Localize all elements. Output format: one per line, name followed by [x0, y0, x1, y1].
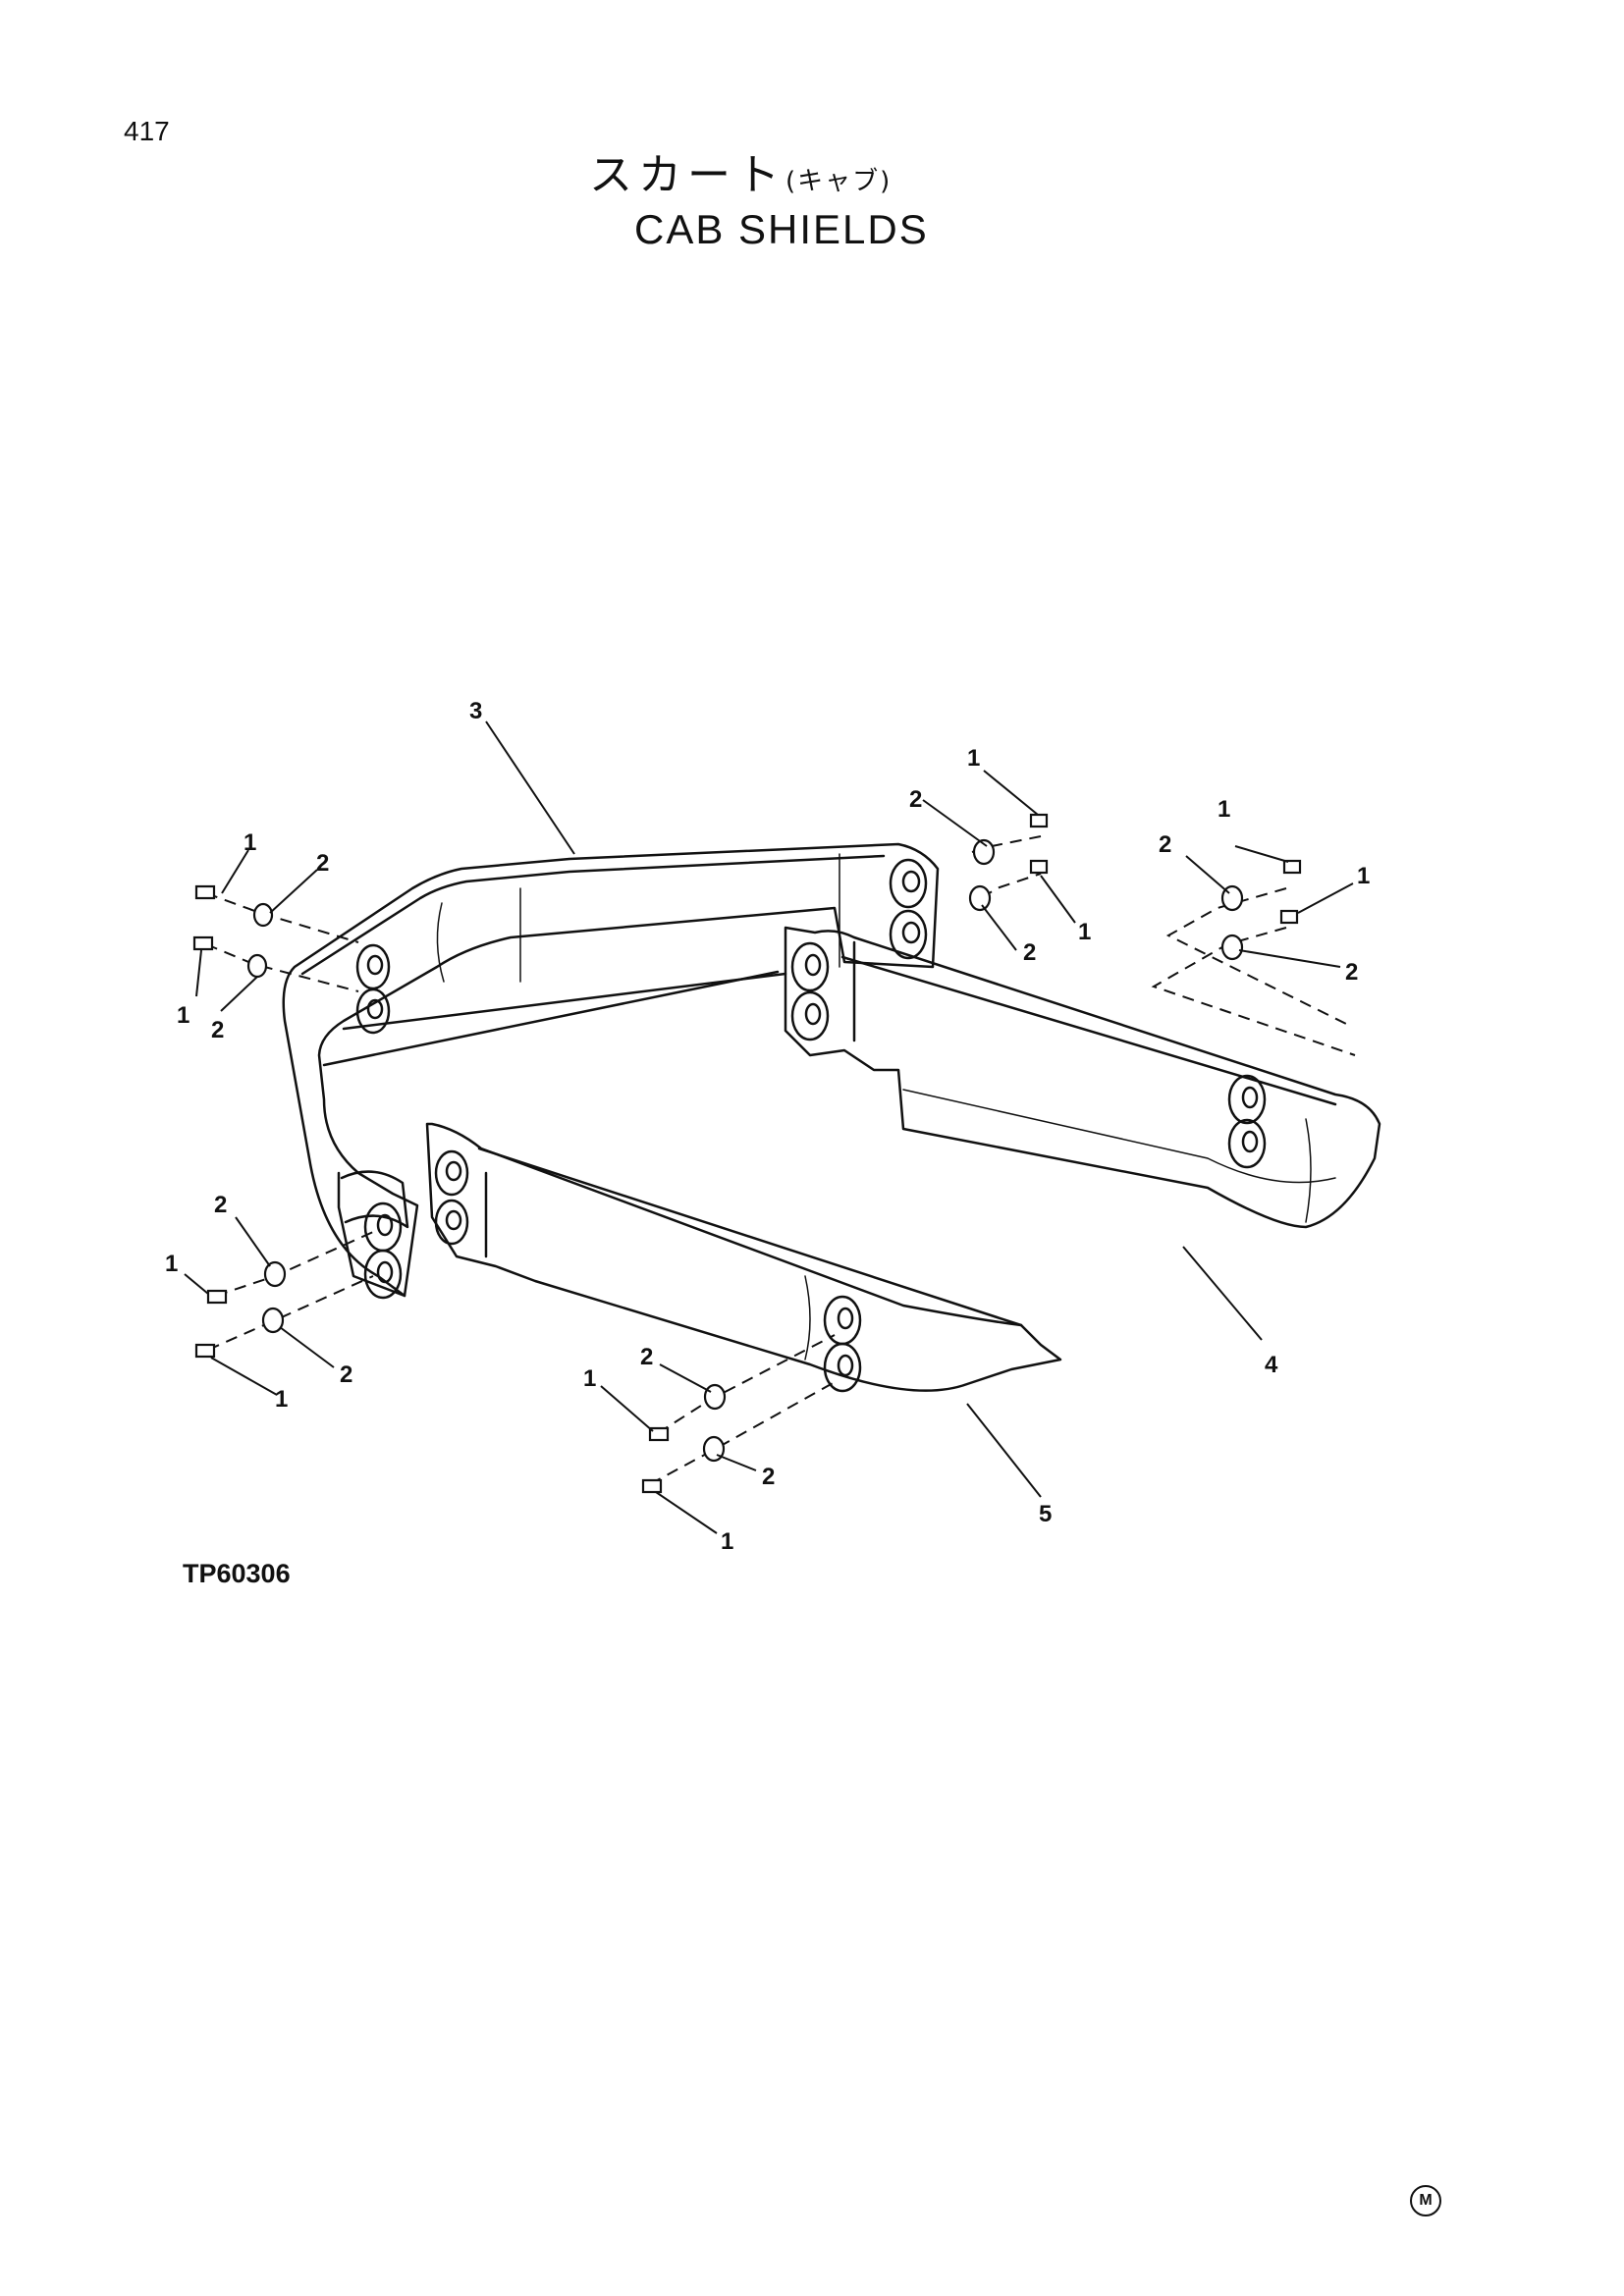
callout-2: 2	[1023, 939, 1036, 966]
callout-4: 4	[1265, 1352, 1278, 1378]
title-japanese-main: スカート	[589, 150, 785, 200]
fasteners	[192, 813, 1302, 1494]
callout-2: 2	[909, 786, 922, 813]
washer-icon	[252, 902, 274, 928]
washer-icon	[968, 884, 992, 912]
callout-1: 1	[1357, 863, 1370, 889]
bolt-icon	[194, 1343, 216, 1359]
bolt-icon	[206, 1289, 228, 1305]
washer-icon	[972, 838, 996, 866]
washer-icon	[246, 953, 268, 979]
callout-3: 3	[469, 698, 482, 724]
callout-1: 1	[967, 745, 980, 772]
bolt-icon	[1029, 813, 1049, 828]
bolt-icon	[1282, 859, 1302, 875]
part-4-right-shield	[784, 926, 1381, 1229]
callout-2: 2	[340, 1362, 352, 1388]
callout-2: 2	[640, 1344, 653, 1370]
callout-1: 1	[165, 1251, 178, 1277]
callout-1: 1	[275, 1386, 288, 1413]
bolt-icon	[1279, 909, 1299, 925]
title-block: スカート(キャブ) CAB SHIELDS	[589, 139, 1041, 253]
washer-icon	[1220, 934, 1244, 961]
bolt-icon	[648, 1426, 670, 1442]
callout-1: 1	[1078, 919, 1091, 945]
bolt-icon	[192, 935, 214, 951]
bolt-icon	[641, 1478, 663, 1494]
callout-labels: 3 4 5 1 2 1 2 2 1 1 2 2 1 1 2 2 1 1 2 1 …	[165, 698, 1370, 1555]
callout-1: 1	[177, 1002, 189, 1029]
circled-m-mark: M	[1410, 2185, 1441, 2216]
callout-2: 2	[1159, 831, 1171, 858]
washer-icon	[703, 1383, 727, 1411]
callout-1: 1	[721, 1528, 733, 1555]
callout-5: 5	[1039, 1501, 1052, 1527]
callout-1: 1	[244, 829, 256, 856]
assembly-lines	[205, 835, 1356, 1485]
washer-icon	[263, 1260, 287, 1288]
title-english: CAB SHIELDS	[634, 206, 929, 252]
callout-2: 2	[1345, 959, 1358, 986]
leader-lines	[184, 721, 1354, 1534]
callout-1: 1	[583, 1365, 596, 1392]
callout-2: 2	[762, 1464, 775, 1490]
part-3-rear-shield	[282, 842, 940, 1300]
bolt-icon	[194, 884, 216, 900]
title-japanese: スカート(キャブ)	[589, 139, 1041, 202]
callout-2: 2	[214, 1192, 227, 1218]
callout-2: 2	[316, 850, 329, 877]
title-japanese-sub: (キャブ)	[785, 167, 893, 196]
part-5-front-shield	[425, 1122, 1062, 1393]
callout-1: 1	[1218, 796, 1230, 823]
callout-2: 2	[211, 1017, 224, 1043]
bolt-icon	[1029, 859, 1049, 875]
page-number: 417	[124, 116, 170, 146]
figure-code: TP60306	[183, 1559, 291, 1588]
washer-icon	[261, 1307, 285, 1334]
